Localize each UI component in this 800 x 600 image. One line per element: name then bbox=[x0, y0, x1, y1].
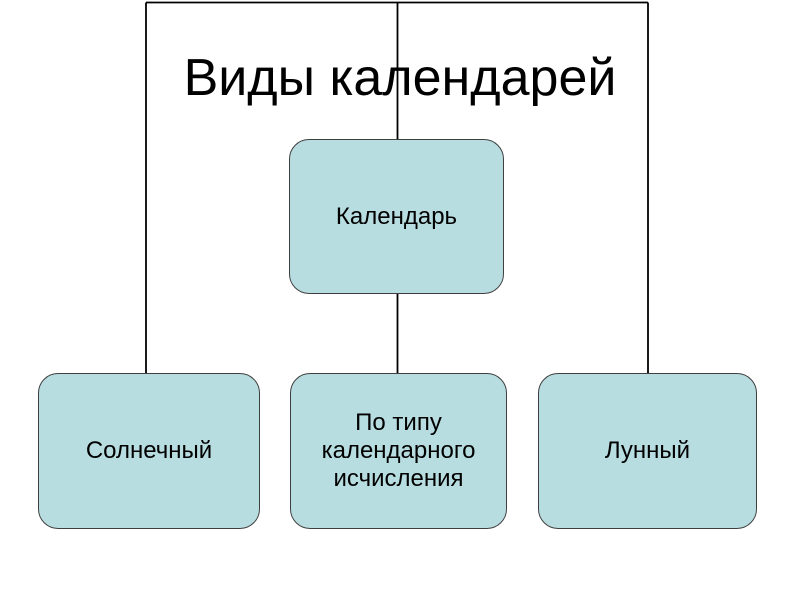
node-calendar: Календарь bbox=[289, 139, 504, 294]
node-calendar-type: По типу календарного исчисления bbox=[290, 373, 507, 529]
node-lunar: Лунный bbox=[538, 373, 757, 529]
node-solar: Солнечный bbox=[38, 373, 260, 529]
slide-title: Виды календарей bbox=[183, 49, 617, 107]
